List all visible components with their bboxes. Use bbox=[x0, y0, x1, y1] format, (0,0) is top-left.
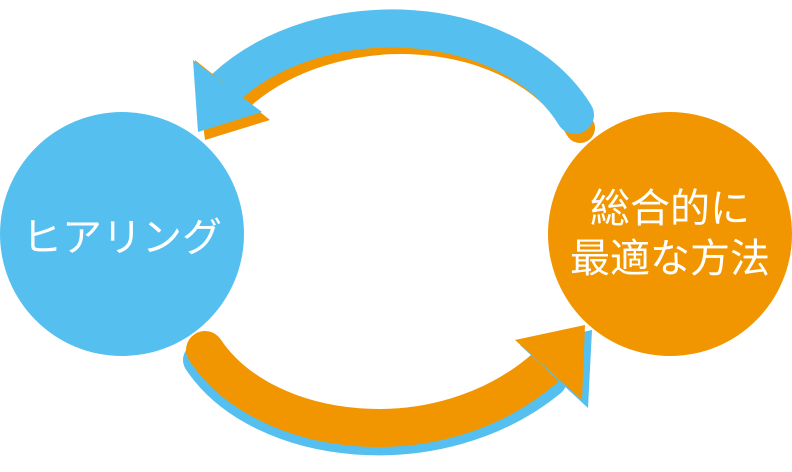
optimal-method-label-line1: 総合的に bbox=[590, 186, 750, 232]
optimal-method-node: 総合的に最適な方法 bbox=[548, 112, 792, 356]
bottom-arrow bbox=[183, 325, 592, 456]
hearing-node: ヒアリング bbox=[0, 112, 244, 356]
hearing-label: ヒアリング bbox=[22, 215, 222, 261]
optimal-method-label-line2: 最適な方法 bbox=[570, 236, 770, 282]
top-arrow bbox=[193, 9, 595, 143]
